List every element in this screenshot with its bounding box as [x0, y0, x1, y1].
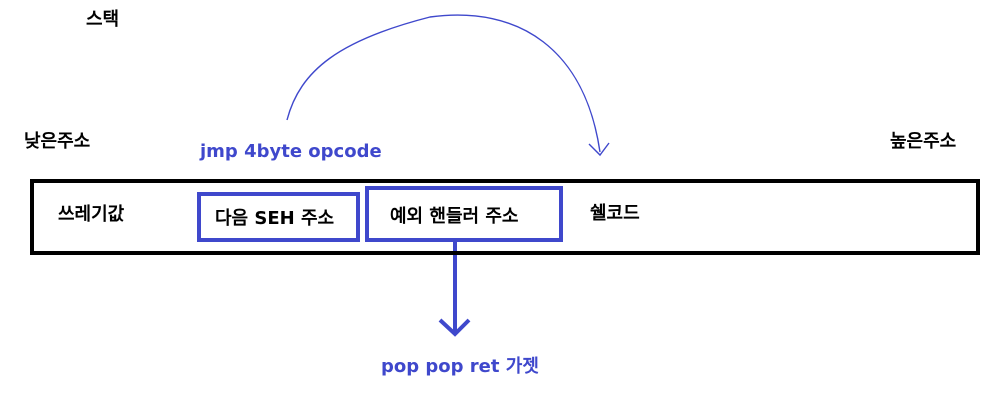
next-seh-label: 다음 SEH 주소: [215, 208, 335, 229]
jump-curve-arrow: [286, 14, 601, 153]
garbage-value-label: 쓰레기값: [58, 204, 125, 225]
jump-opcode-label: jmp 4byte opcode: [200, 141, 382, 162]
next-seh-box: [197, 192, 360, 242]
pop-pop-ret-gadget-label: pop pop ret 가젯: [381, 356, 539, 377]
handler-down-arrowhead: [438, 318, 471, 337]
stack-title: 스택: [86, 9, 120, 30]
shellcode-label: 쉘코드: [590, 203, 640, 224]
low-address-label: 낮은주소: [24, 131, 91, 152]
exception-handler-label: 예외 핸들러 주소: [390, 206, 519, 227]
exception-handler-box: [365, 186, 563, 242]
stack-frame: [30, 179, 980, 255]
jump-arrowhead: [588, 142, 610, 157]
high-address-label: 높은주소: [890, 131, 957, 152]
